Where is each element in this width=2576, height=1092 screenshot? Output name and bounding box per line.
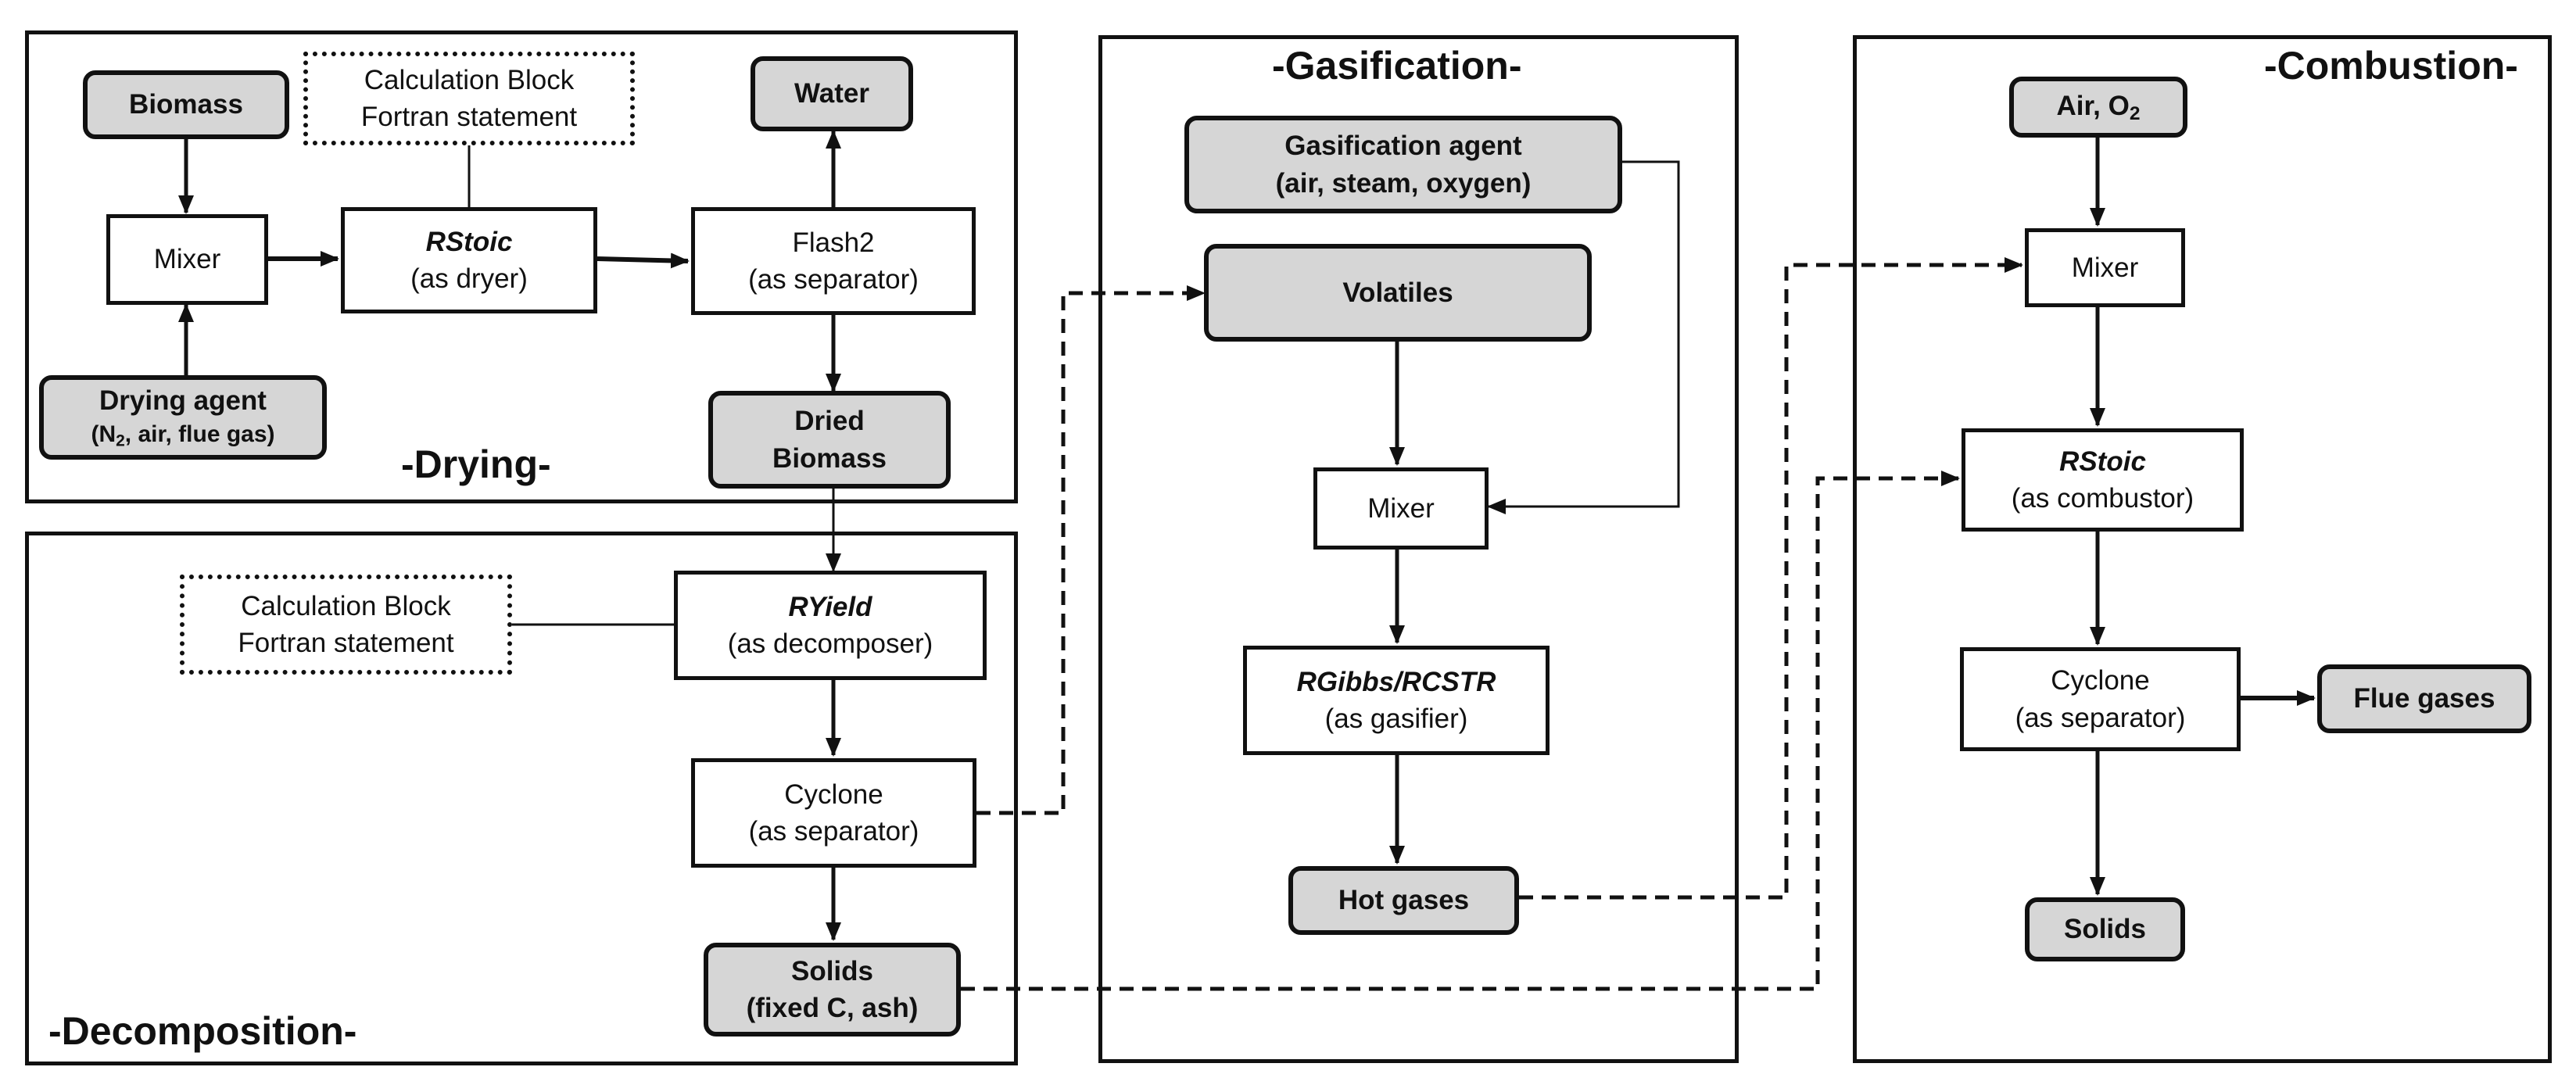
- decomposition-calculation-block: Calculation Block Fortran statement: [180, 575, 512, 675]
- rgibbs-label: RGibbs/RCSTR: [1296, 666, 1496, 697]
- gasification-agent-stream: Gasification agent (air, steam, oxygen): [1184, 116, 1622, 213]
- hot-gases-label: Hot gases: [1338, 885, 1470, 916]
- calc-line2: Fortran statement: [238, 628, 454, 658]
- rstoic-combustor: RStoic (as combustor): [1962, 428, 2244, 532]
- calc-line1: Calculation Block: [241, 590, 451, 621]
- drying-calculation-block: Calculation Block Fortran statement: [303, 52, 635, 145]
- mixer-label: Mixer: [153, 244, 221, 275]
- drying-agent-n: (N: [91, 421, 116, 448]
- mixer-label: Mixer: [1367, 492, 1435, 524]
- decomposition-section: [25, 532, 1018, 1065]
- cyclone-sub: (as separator): [2015, 702, 2186, 733]
- agent-line2: (air, steam, oxygen): [1275, 167, 1532, 199]
- flue-gases-label: Flue gases: [2353, 683, 2495, 714]
- air-o2-label: Air, O2: [2056, 88, 2140, 127]
- decomposition-cyclone: Cyclone (as separator): [691, 758, 976, 868]
- rgibbs-gasifier: RGibbs/RCSTR (as gasifier): [1243, 646, 1550, 755]
- water-stream: Water: [751, 56, 913, 131]
- flue-gases-stream: Flue gases: [2317, 664, 2531, 733]
- drying-mixer: Mixer: [106, 214, 268, 305]
- solids-sub: (fixed C, ash): [746, 993, 919, 1023]
- dashed-solids-to-rstoic: [961, 471, 1960, 991]
- ryield-decomposer: RYield (as decomposer): [674, 571, 987, 680]
- flash2-label: Flash2: [792, 227, 875, 258]
- arrow-agent-to-mixer: [1487, 160, 1680, 514]
- arrow-rstoic-to-flash2: [597, 252, 690, 269]
- drying-agent-stream: Drying agent (N2, air, flue gas): [39, 375, 327, 460]
- combustion-mixer: Mixer: [2025, 228, 2185, 307]
- cyclone-label: Cyclone: [784, 779, 883, 810]
- rstoic-sub: (as combustor): [2011, 483, 2194, 514]
- solids-label: Solids: [790, 955, 874, 986]
- combustion-solids-stream: Solids: [2025, 897, 2185, 961]
- volatiles-label: Volatiles: [1342, 277, 1453, 308]
- air-label: Air, O: [2056, 90, 2130, 121]
- calc-line1: Calculation Block: [364, 64, 575, 95]
- drying-agent-label: Drying agent: [99, 385, 267, 417]
- drying-section: [25, 30, 1018, 503]
- drying-agent-subscript: 2: [116, 431, 125, 450]
- volatiles-stream: Volatiles: [1204, 244, 1592, 342]
- mixer-label: Mixer: [2071, 252, 2139, 283]
- ryield-sub: (as decomposer): [727, 628, 933, 659]
- gasification-section: [1098, 35, 1739, 1063]
- hot-gases-stream: Hot gases: [1288, 866, 1519, 935]
- rstoic-sub: (as dryer): [410, 263, 528, 294]
- dried-biomass-stream: Dried Biomass: [708, 391, 951, 489]
- decomposition-title: -Decomposition-: [48, 1009, 357, 1053]
- air-subscript: 2: [2129, 103, 2141, 125]
- rstoic-label: RStoic: [2059, 446, 2146, 477]
- dried-line1: Dried: [794, 406, 865, 437]
- combustion-title: -Combustion-: [2264, 44, 2518, 88]
- flash2-separator: Flash2 (as separator): [691, 207, 976, 315]
- combustion-cyclone: Cyclone (as separator): [1960, 647, 2241, 751]
- cyclone-sub: (as separator): [748, 816, 919, 847]
- agent-line1: Gasification agent: [1284, 131, 1522, 162]
- solids-stream: Solids (fixed C, ash): [704, 943, 961, 1037]
- gasification-title: -Gasification-: [1272, 44, 1522, 88]
- drying-title: -Drying-: [401, 442, 551, 486]
- calc-line2: Fortran statement: [360, 102, 578, 132]
- biomass-label: Biomass: [129, 89, 243, 120]
- rstoic-label: RStoic: [425, 226, 513, 257]
- ryield-label: RYield: [788, 591, 872, 622]
- drying-agent-rest: , air, flue gas): [124, 421, 275, 448]
- flash2-sub: (as separator): [748, 264, 919, 295]
- dashed-cyclone-to-volatiles: [976, 285, 1206, 815]
- combustion-section: [1853, 35, 2552, 1063]
- rgibbs-sub: (as gasifier): [1324, 704, 1468, 734]
- biomass-stream: Biomass: [83, 70, 289, 139]
- solids-label: Solids: [2063, 914, 2147, 945]
- air-o2-stream: Air, O2: [2009, 77, 2187, 138]
- gasification-mixer: Mixer: [1313, 467, 1489, 550]
- rstoic-dryer: RStoic (as dryer): [341, 207, 597, 313]
- drying-agent-composition: (N2, air, flue gas): [91, 419, 274, 453]
- dried-line2: Biomass: [772, 442, 887, 474]
- cyclone-label: Cyclone: [2051, 665, 2150, 696]
- water-label: Water: [794, 78, 869, 109]
